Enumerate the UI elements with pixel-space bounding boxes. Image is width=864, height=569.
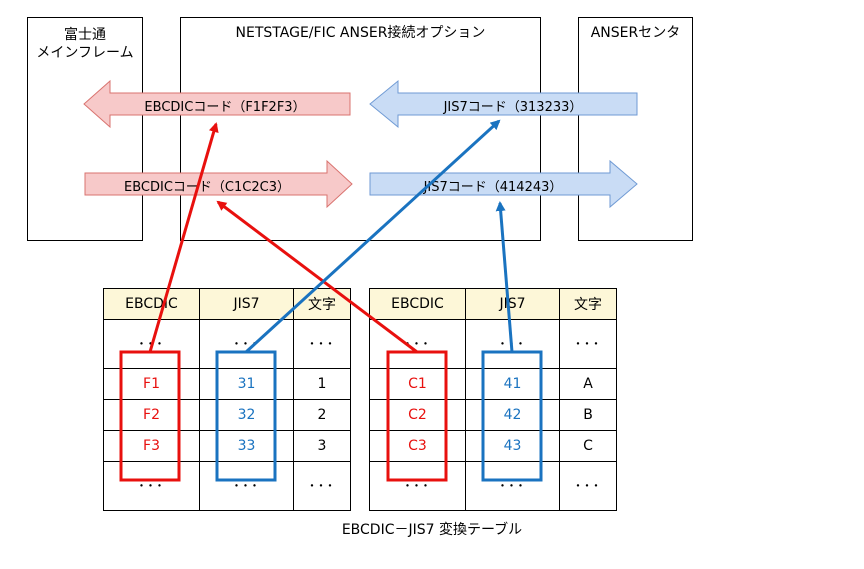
highlight-41-column [481,350,543,482]
cell: F2 [103,399,200,431]
jis-in-label: JIS7コード（313233） [443,100,583,115]
header-jis7: JIS7 [199,288,294,320]
cell: ･･･ [559,319,617,369]
mainframe-title-line2: メインフレーム [36,45,134,61]
table-caption: EBCDIC－JIS7 変換テーブル [341,522,523,538]
header-jis7: JIS7 [465,288,560,320]
cell: ･･･ [559,461,617,511]
31-to-jis-line [244,119,501,354]
table-row: F3 33 3 [103,430,351,462]
table-row: ･･･ ･･･ ･･･ [103,461,351,511]
ebcdic-out-label: EBCDICコード（F1F2F3） [144,100,306,115]
conversion-table-left: EBCDIC JIS7 文字 ･･･ ･･･ ･･･ F1 31 1 F2 32… [103,288,351,511]
cell: ･･･ [199,319,294,369]
cell: ･･･ [369,461,466,511]
mainframe-box: 富士通 メインフレーム [27,17,143,241]
cell: ･･･ [293,319,351,369]
conversion-table-right: EBCDIC JIS7 文字 ･･･ ･･･ ･･･ C1 41 A C2 42… [369,288,617,511]
jis-out-arrow [369,159,638,209]
table-row: F2 32 2 [103,399,351,431]
cell: ･･･ [103,461,200,511]
jis-in-arrow [369,79,638,129]
41-to-jis-line [495,201,514,353]
cell: F1 [103,368,200,400]
table-row: C1 41 A [369,368,617,400]
ebcdic-in-label: EBCDICコード（C1C2C3） [124,180,290,195]
center-title: ANSERセンタ [590,25,681,41]
option-box: NETSTAGE/FIC ANSER接続オプション [180,17,541,241]
cell: 41 [465,368,560,400]
cell: ･･･ [199,461,294,511]
cell: 3 [293,430,351,462]
ebcdic-out-arrow [83,79,351,129]
table-row: C3 43 C [369,430,617,462]
center-box: ANSERセンタ [578,17,693,241]
ebcdic-in-arrow [84,159,353,209]
highlight-c-column [386,350,448,482]
header-char: 文字 [559,288,617,320]
highlight-f-column [119,350,181,482]
cell: 1 [293,368,351,400]
cell: ･･･ [465,461,560,511]
cell: C2 [369,399,466,431]
table-row: ･･･ ･･･ ･･･ [369,319,617,369]
header-ebcdic: EBCDIC [103,288,200,320]
mainframe-title-line1: 富士通 [64,27,106,43]
highlight-31-column [215,350,277,482]
cell: 33 [199,430,294,462]
option-title: NETSTAGE/FIC ANSER接続オプション [235,25,486,41]
jis-out-label: JIS7コード（414243） [423,180,563,195]
c1-to-ebcdic-line [216,200,418,354]
f1-to-ebcdic-line [148,122,219,353]
table-row: ･･･ ･･･ ･･･ [369,461,617,511]
cell: ･･･ [293,461,351,511]
cell: 43 [465,430,560,462]
table-row: ･･･ ･･･ ･･･ [103,319,351,369]
